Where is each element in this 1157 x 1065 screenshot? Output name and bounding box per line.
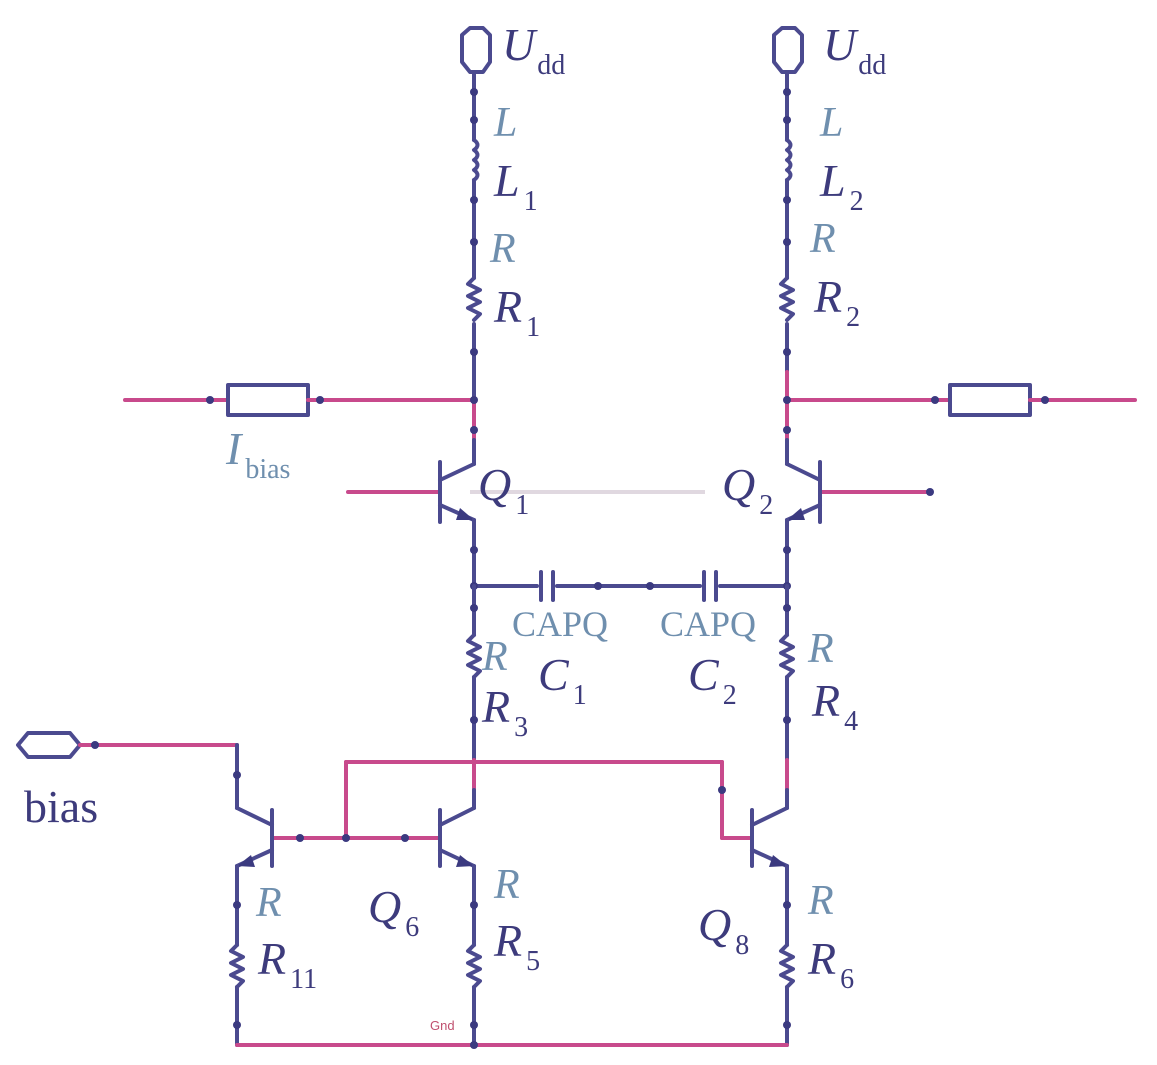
resistor-r3-symbol: [466, 633, 482, 679]
bias-port: [16, 731, 82, 759]
inductor-l1-symbol: [472, 138, 480, 182]
resistor-r4-branch: [779, 584, 795, 810]
right-supply-port: [772, 26, 804, 74]
label-resistor-r6-type: R: [807, 878, 834, 924]
ground-label: Gnd: [430, 1018, 455, 1033]
resistor-r5-symbol: [466, 943, 482, 989]
left-supply-port: [460, 26, 492, 74]
right-output-net: [783, 383, 1137, 417]
transistor-q8-symbol: [720, 806, 795, 1047]
transistor-bias-symbol: [229, 806, 274, 1047]
resistor-r11-symbol: [229, 943, 245, 989]
label-right-supply: Udd: [823, 19, 886, 81]
current-source-ibias-symbol: [226, 383, 310, 417]
node-dots: [233, 88, 791, 1029]
left-supply-branch: [460, 26, 492, 466]
resistor-r3-branch: [466, 584, 482, 810]
capacitor-row: [470, 570, 791, 602]
transistor-q6-symbol: [438, 806, 482, 1047]
label-resistor-r1-type: R: [489, 226, 516, 272]
label-capacitor-c2-type: CAPQ: [660, 604, 756, 644]
label-resistor-r11-type: R: [255, 880, 282, 926]
inductor-l2-symbol: [785, 138, 793, 182]
resistor-r4-symbol: [779, 633, 795, 679]
left-output-net: [123, 383, 478, 417]
label-inductor-l1-type: L: [493, 100, 517, 146]
ground-rail: Gnd: [235, 1018, 789, 1049]
right-current-source-symbol: [948, 383, 1032, 417]
label-resistor-r4-type: R: [807, 626, 834, 672]
label-inductor-l2-type: L: [819, 100, 843, 146]
resistor-r6-symbol: [779, 943, 795, 989]
label-bias-port: bias: [24, 781, 98, 832]
resistor-r2-symbol: [779, 276, 795, 322]
resistor-r1-symbol: [466, 276, 482, 322]
bias-network: [16, 731, 724, 842]
label-left-supply: Udd: [502, 19, 565, 81]
label-resistor-r5-type: R: [493, 862, 520, 908]
transistor-q1-symbol: [346, 460, 476, 588]
label-resistor-r2-type: R: [809, 216, 836, 262]
label-capacitor-c1-type: CAPQ: [512, 604, 608, 644]
label-resistor-r3-type: R: [481, 634, 508, 680]
transistor-q2-symbol: [785, 460, 934, 588]
